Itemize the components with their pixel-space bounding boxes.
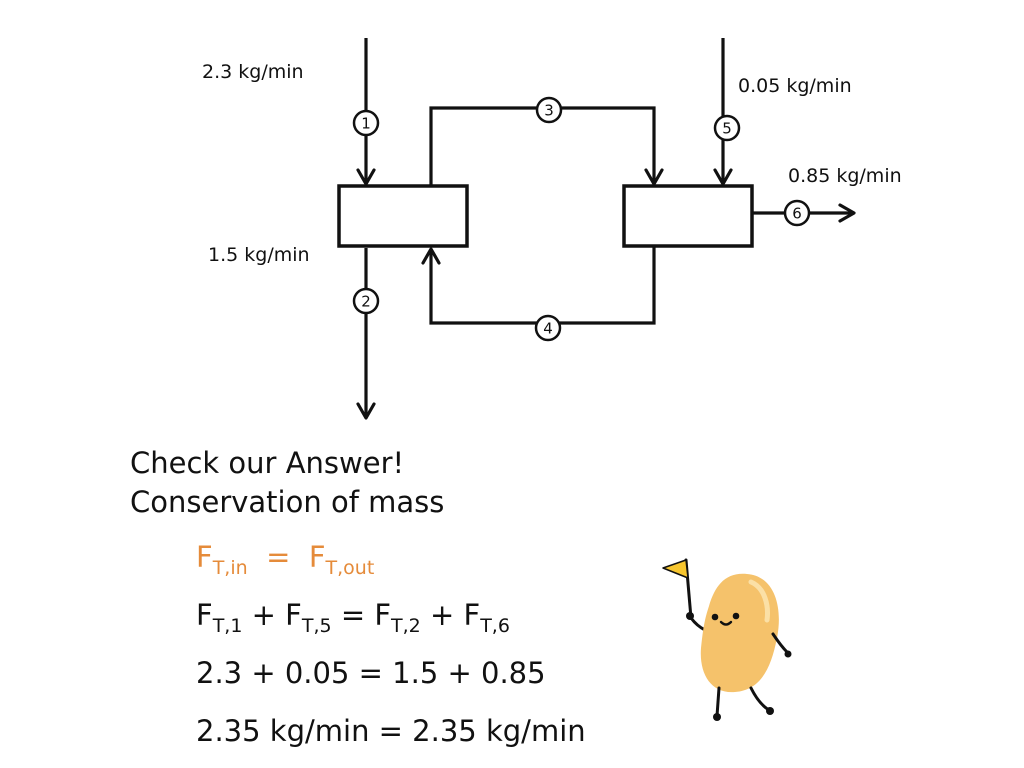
- stream-5: [713, 38, 733, 186]
- svg-text:5: 5: [722, 120, 732, 138]
- eq2-equals: =: [340, 598, 366, 632]
- stream-2-flow-label: 1.5 kg/min: [208, 244, 310, 266]
- svg-text:3: 3: [544, 102, 554, 120]
- eq2-term2: F: [285, 598, 302, 632]
- equation-numeric: 2.3 + 0.05 = 1.5 + 0.85: [196, 656, 546, 690]
- stream-number-5: 5: [713, 114, 741, 142]
- check-answer-text: Check our Answer! Conservation of mass: [130, 444, 444, 522]
- svg-text:6: 6: [792, 205, 802, 223]
- heading-check-answer: Check our Answer!: [130, 446, 405, 480]
- eq1-rhs-sub: T,out: [325, 557, 375, 579]
- stream-number-1: 1: [352, 109, 380, 137]
- stream-number-4: 4: [534, 314, 562, 342]
- stream-number-6: 6: [783, 199, 811, 227]
- eq1-rhs: F: [308, 540, 326, 574]
- eq2-sub3: T,2: [391, 615, 421, 637]
- equation-stream-balance: FT,1 + FT,5 = FT,2 + FT,6: [196, 598, 510, 637]
- stream-1-flow-label: 2.3 kg/min: [202, 61, 304, 83]
- svg-text:2: 2: [361, 293, 371, 311]
- stream-number-3: 3: [535, 96, 563, 124]
- bean-body: [700, 573, 779, 693]
- eq2-sub4: T,6: [480, 615, 510, 637]
- equation-result: 2.35 kg/min = 2.35 kg/min: [196, 714, 586, 748]
- stream-4: [421, 246, 656, 325]
- svg-text:4: 4: [543, 320, 553, 338]
- flag-icon: [662, 559, 689, 579]
- eq1-lhs: F: [196, 540, 213, 574]
- process-flow-diagram: 1 2 3 4 5 6 2.3 kg/min 1.5 kg/min 0.05 k…: [202, 38, 902, 420]
- eq2-term1: F: [196, 598, 213, 632]
- eq2-term4: F: [463, 598, 481, 632]
- stream-5-flow-label: 0.05 kg/min: [738, 75, 852, 97]
- eq2-sub2: T,5: [301, 615, 332, 637]
- stream-2: [356, 248, 376, 420]
- unit-2-box: [622, 184, 754, 248]
- equation-general-balance: FT,in = FT,out: [196, 540, 374, 579]
- eq2-sub1: T,1: [212, 615, 243, 637]
- svg-text:1: 1: [361, 115, 371, 133]
- heading-conservation: Conservation of mass: [130, 485, 445, 519]
- eq2-term3: F: [374, 598, 392, 632]
- eq2-plus2: +: [429, 598, 455, 632]
- eq1-op: =: [266, 540, 291, 574]
- unit-1-box: [337, 184, 469, 248]
- stream-number-2: 2: [352, 287, 380, 315]
- eq1-lhs-sub: T,in: [212, 557, 248, 579]
- bean-mascot-with-flag-icon: [662, 558, 792, 721]
- stream-6-flow-label: 0.85 kg/min: [788, 165, 902, 187]
- eq2-plus1: +: [251, 598, 276, 632]
